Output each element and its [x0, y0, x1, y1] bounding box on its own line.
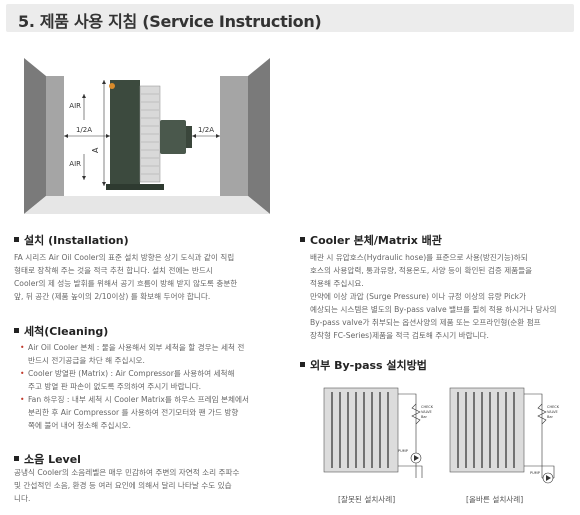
floor [24, 196, 270, 214]
right-wall [248, 58, 270, 214]
bullet-square [300, 237, 305, 242]
svg-text:PUMP: PUMP [398, 449, 408, 453]
installation-diagram: AIR AIR 1/2A 1/2A A [24, 58, 270, 214]
bullet-square [14, 328, 19, 333]
bullet-square [300, 362, 305, 367]
svg-text:CHECK: CHECK [421, 405, 434, 409]
installation-heading: 설치 (Installation) [14, 232, 129, 248]
bypass-heading: 외부 By-pass 설치방법 [300, 357, 427, 373]
page-title: 5. 제품 사용 지침 (Service Instruction) [18, 12, 322, 31]
list-item: Air Oil Cooler 본체 : 물을 사용해서 외부 세척을 할 경우는… [20, 341, 249, 354]
bullet-square [14, 456, 19, 461]
half-right-label: 1/2A [198, 126, 214, 134]
matrix-text: 배관 시 유압호스(Hydraulic hose)를 표준으로 사용(방진기능)… [310, 253, 557, 340]
svg-text:VALVE: VALVE [421, 410, 432, 414]
bypass-diagram-right: CHECK VALVE Bar PUMP [449, 387, 560, 484]
svg-text:PUMP: PUMP [530, 471, 540, 475]
cooler-base [106, 184, 164, 190]
cooler-frame [110, 80, 140, 186]
air-top-label: AIR [69, 102, 81, 110]
title-bar: 5. 제품 사용 지침 (Service Instruction) [6, 4, 574, 32]
noise-heading: 소음 Level [14, 451, 81, 467]
svg-text:Bar: Bar [421, 415, 428, 419]
port-orange [109, 83, 115, 89]
half-left-label: 1/2A [76, 126, 92, 134]
left-wall-face [46, 76, 64, 196]
list-item: Cooler 방열판 (Matrix) : Air Compressor를 사용… [20, 367, 249, 380]
motor [160, 120, 186, 154]
svg-text:VALVE: VALVE [547, 410, 558, 414]
bullet-square [14, 237, 19, 242]
cleaning-heading: 세척(Cleaning) [14, 323, 108, 339]
svg-text:Bar: Bar [547, 415, 554, 419]
bypass-diagram-wrong: CHECK VALVE Bar PUMP [323, 387, 434, 478]
left-wall [24, 58, 46, 214]
air-bottom-label: AIR [69, 160, 81, 168]
caption-wrong: [잘못된 설치사례] [338, 495, 396, 504]
caption-right: [올바른 설치사례] [466, 495, 524, 504]
right-wall-face [220, 76, 248, 196]
noise-text: 공냉식 Cooler의 소음레벨은 매우 민감하여 주변의 자연적 소리 주파수… [14, 468, 240, 503]
installation-text: FA 시리즈 Air Oil Cooler의 표준 설치 방향은 상기 도식과 … [14, 253, 238, 301]
list-item: Fan 하우징 : 내부 세척 시 Cooler Matrix를 하우스 프레임… [20, 393, 249, 406]
matrix-heading: Cooler 본체/Matrix 배관 [300, 232, 442, 248]
motor-end [186, 126, 192, 148]
cleaning-list: Air Oil Cooler 본체 : 물을 사용해서 외부 세척을 할 경우는… [20, 341, 249, 432]
dim-a-label: A [91, 147, 100, 153]
svg-text:CHECK: CHECK [547, 405, 560, 409]
